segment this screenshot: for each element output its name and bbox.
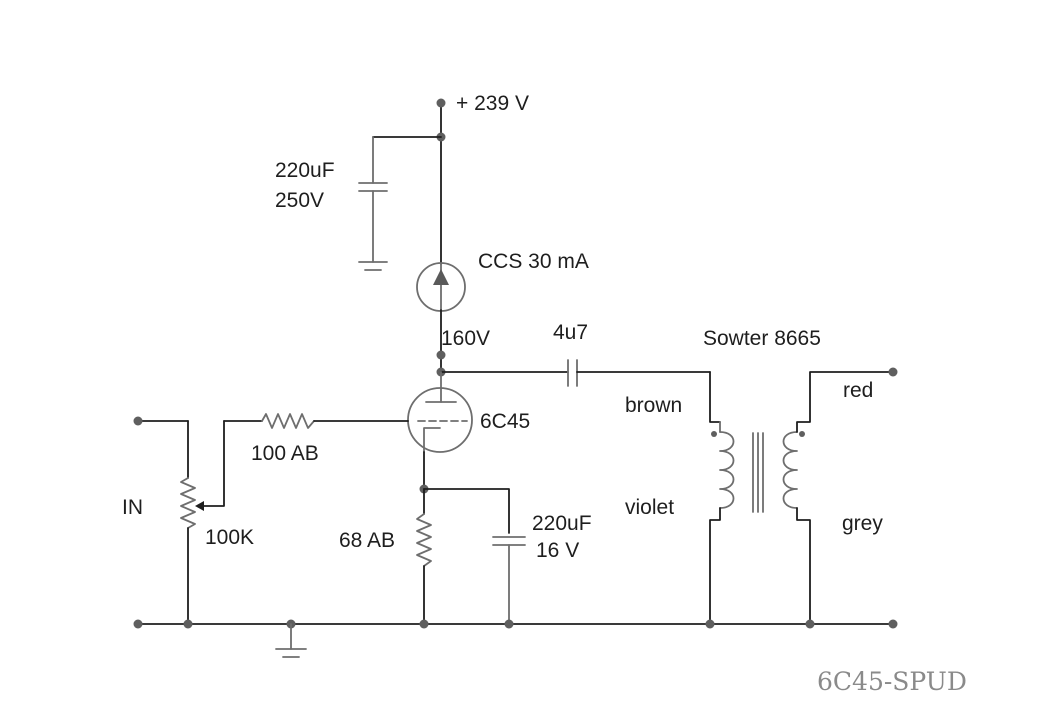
ccs-label: CCS 30 mA bbox=[478, 250, 589, 273]
ccs-arrow-icon bbox=[433, 269, 449, 285]
supply-cap-value-label: 220uF bbox=[275, 159, 335, 182]
cathode-resistor bbox=[416, 513, 432, 567]
ground-icon bbox=[275, 623, 307, 658]
input-terminal bbox=[133, 416, 143, 426]
volume-potentiometer bbox=[133, 416, 225, 625]
supply-voltage-label: + 239 V bbox=[456, 92, 529, 115]
wiper-arrow-icon bbox=[195, 501, 204, 511]
cathode-network bbox=[416, 451, 526, 625]
grid-stopper-label: 100 AB bbox=[251, 442, 319, 465]
plate-junction bbox=[436, 350, 446, 360]
grid-stopper-resistor bbox=[223, 413, 409, 429]
primary-bottom-lead-label: violet bbox=[625, 496, 674, 519]
coupling-capacitor bbox=[440, 359, 711, 387]
supply-rail bbox=[372, 98, 446, 265]
coupling-cap-label: 4u7 bbox=[553, 321, 588, 344]
transformer-model-label: Sowter 8665 bbox=[703, 327, 821, 350]
output-terminal bbox=[888, 367, 898, 377]
cathode-cap-value-label: 220uF bbox=[532, 512, 592, 535]
supply-terminal bbox=[436, 98, 446, 108]
output-transformer bbox=[709, 367, 898, 625]
circuit-title: 6C45-SPUD bbox=[817, 667, 967, 696]
supply-capacitor bbox=[358, 136, 388, 271]
input-label: IN bbox=[122, 496, 143, 519]
tube-label: 6C45 bbox=[480, 410, 530, 433]
primary-top-lead-label: brown bbox=[625, 394, 682, 417]
primary-phase-dot bbox=[711, 431, 717, 437]
cathode-cap-voltage-label: 16 V bbox=[536, 539, 579, 562]
secondary-bottom-lead-label: grey bbox=[842, 512, 883, 535]
secondary-top-lead-label: red bbox=[843, 379, 873, 402]
plate-voltage-label: 160V bbox=[441, 327, 490, 350]
triode-symbol bbox=[407, 371, 473, 453]
volume-pot-label: 100K bbox=[205, 526, 254, 549]
secondary-phase-dot bbox=[799, 431, 805, 437]
cathode-resistor-label: 68 AB bbox=[339, 529, 395, 552]
ccs-symbol bbox=[416, 262, 466, 373]
ground-bus bbox=[133, 619, 898, 658]
supply-cap-voltage-label: 250V bbox=[275, 189, 324, 212]
